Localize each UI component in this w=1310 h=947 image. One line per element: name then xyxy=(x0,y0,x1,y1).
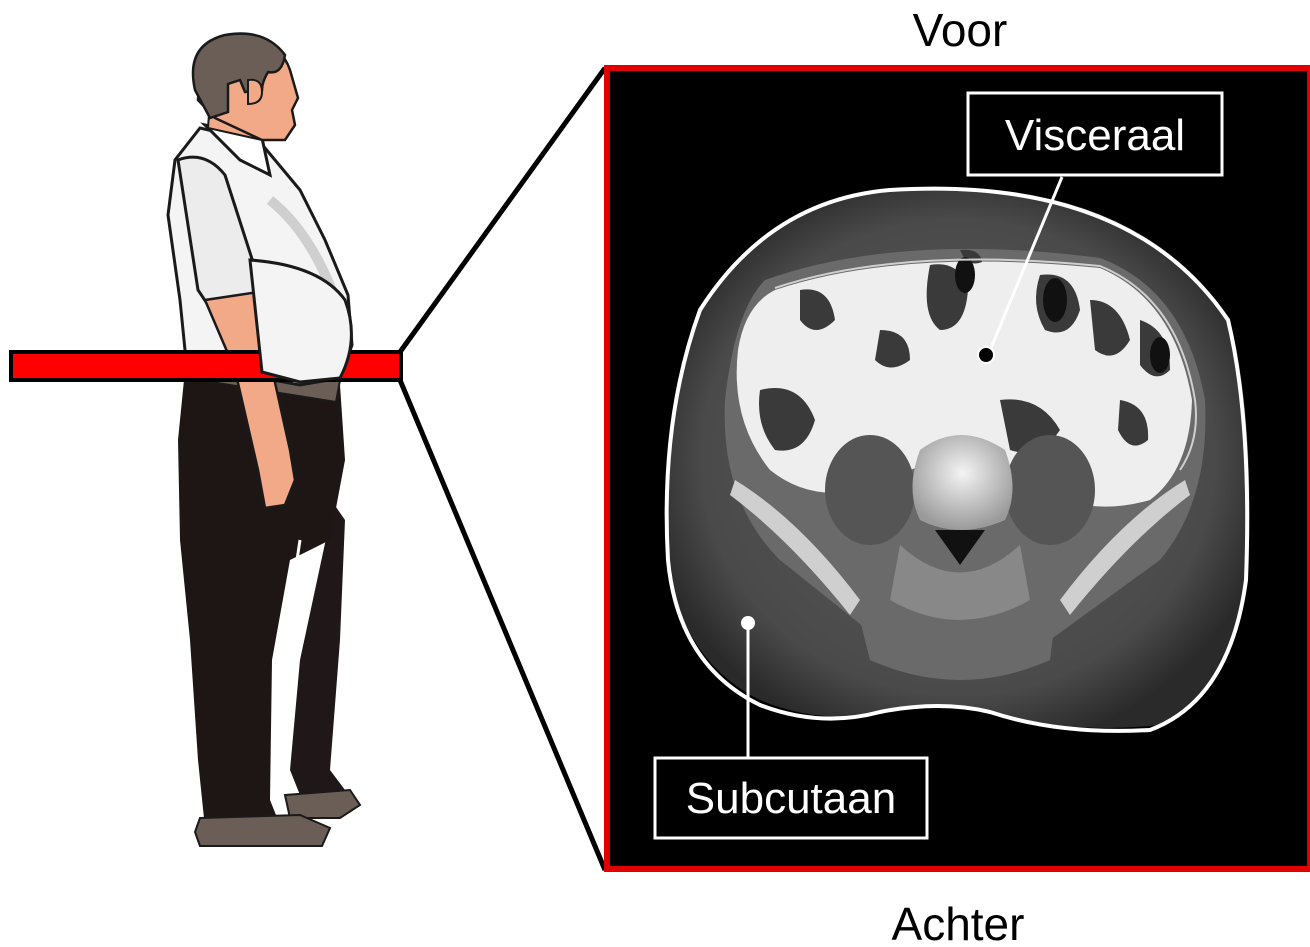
front-shoe xyxy=(195,815,330,846)
psoas-right xyxy=(1005,435,1095,545)
back-shoe xyxy=(285,790,360,818)
subcutaneous-label: Subcutaan xyxy=(655,758,927,838)
vertebra xyxy=(913,435,1013,530)
front-label: Voor xyxy=(913,4,1008,56)
ct-scan-panel xyxy=(607,68,1310,869)
visceral-label-text: Visceraal xyxy=(1005,111,1185,160)
back-label: Achter xyxy=(892,898,1025,947)
psoas-left xyxy=(825,435,915,545)
subcutaneous-pointer-dot xyxy=(741,616,755,630)
subcutaneous-label-text: Subcutaan xyxy=(686,774,896,823)
ear xyxy=(248,80,262,104)
man-figure xyxy=(168,34,360,846)
visceral-label: Visceraal xyxy=(968,93,1222,175)
visceral-pointer-dot xyxy=(978,347,994,363)
zoom-lines xyxy=(400,68,605,870)
